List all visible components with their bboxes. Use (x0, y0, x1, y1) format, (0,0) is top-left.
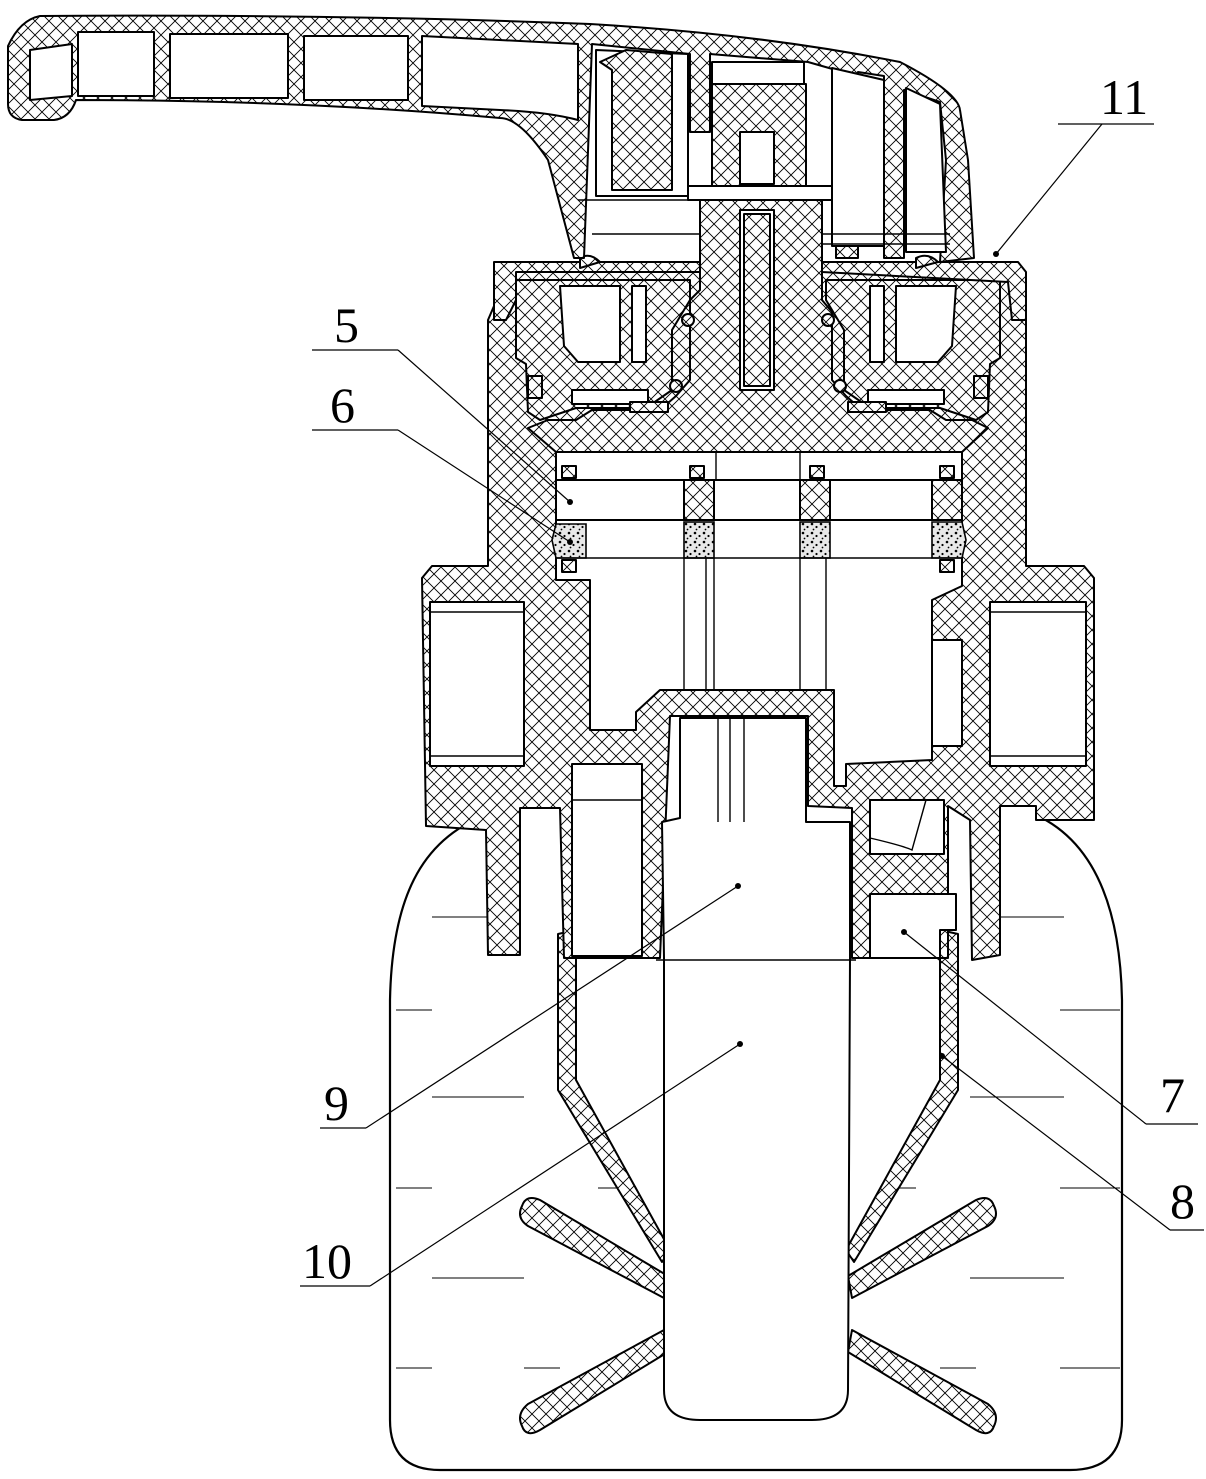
inner-tube (661, 717, 851, 1421)
valve-housings (515, 279, 1001, 421)
callout-10: 10 (302, 1233, 352, 1289)
callout-5: 5 (334, 297, 359, 353)
bottle-outline (388, 813, 1124, 1472)
liquid-level-marks (396, 916, 1120, 1369)
pump-chamber (555, 451, 963, 787)
callout-11: 11 (1100, 69, 1148, 125)
cap-top-plate (493, 254, 1027, 321)
callout-labels: 11 5 6 9 7 8 10 (302, 69, 1195, 1289)
callout-7: 7 (1160, 1067, 1185, 1123)
piston-stem (527, 195, 989, 453)
central-tube (656, 717, 856, 1421)
callout-6: 6 (330, 377, 355, 433)
mixing-blades (519, 1197, 997, 1435)
callout-8: 8 (1170, 1173, 1195, 1229)
leader-lines (300, 123, 1204, 1287)
actuator-handle (7, 14, 975, 263)
neck-channels (571, 763, 957, 959)
bottle (388, 813, 1124, 1472)
callout-9: 9 (324, 1075, 349, 1131)
